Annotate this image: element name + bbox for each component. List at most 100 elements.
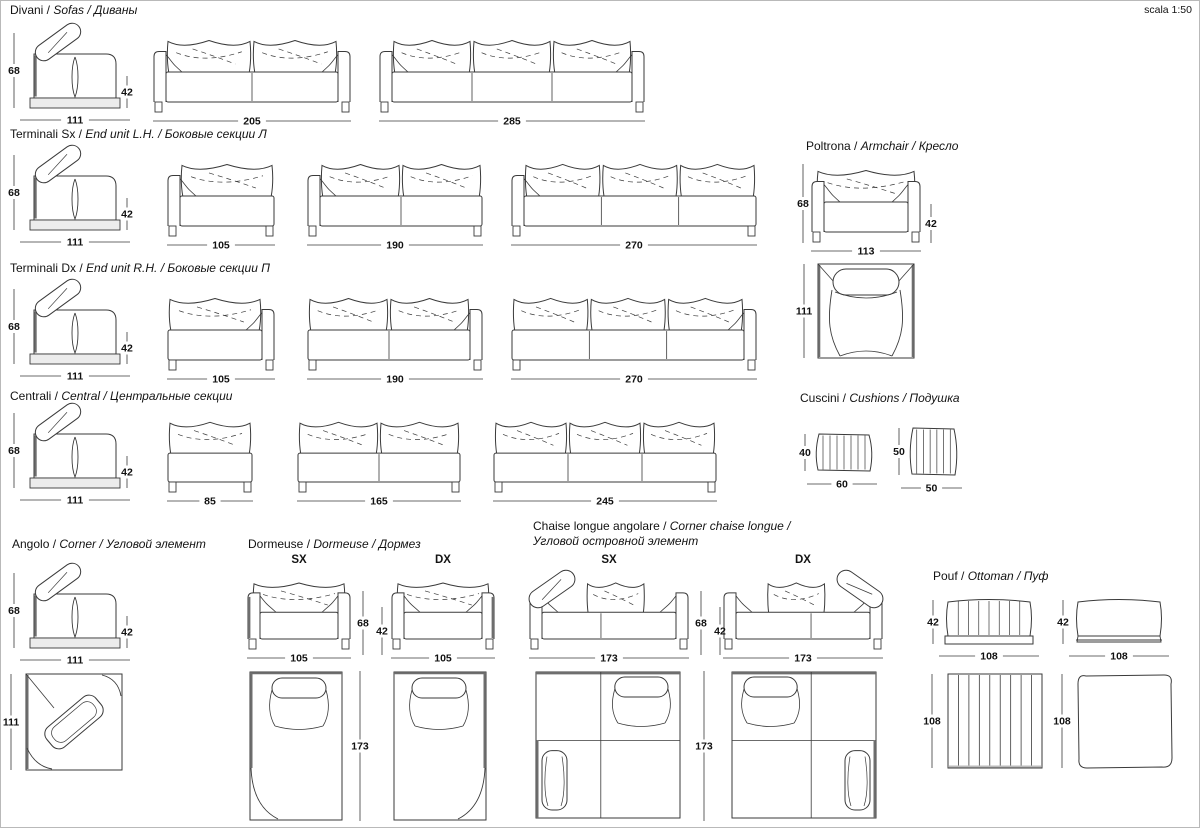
svg-text:68: 68 <box>8 605 20 617</box>
svg-text:245: 245 <box>596 496 614 508</box>
sofa-205-diagram: 205 <box>152 26 352 128</box>
svg-text:40: 40 <box>799 447 811 459</box>
sheet-title: Divani / Sofas / Диваны <box>10 3 137 18</box>
svg-text:68: 68 <box>8 445 20 457</box>
svg-text:173: 173 <box>351 741 369 753</box>
svg-text:68: 68 <box>357 618 369 630</box>
title-it: Angolo / <box>12 537 60 551</box>
svg-text:42: 42 <box>927 617 939 629</box>
end-unit-lh-190-diagram: 190 <box>306 150 484 252</box>
title-ru: Центральные секции <box>110 389 233 403</box>
central-245-diagram: 245 <box>492 408 718 508</box>
title-it: Cuscini / <box>800 391 850 405</box>
svg-text:105: 105 <box>212 374 230 386</box>
end-unit-rh-105-diagram: 105 <box>166 284 276 386</box>
title-en: Armchair / <box>860 139 919 153</box>
dormeuse-dx-label: DX <box>435 554 451 566</box>
dormeuse-dx-front-diagram: 105 <box>390 569 496 665</box>
svg-text:108: 108 <box>1053 716 1071 728</box>
title-ru: Дормез <box>378 537 421 551</box>
title-it: Terminali Dx / <box>10 261 87 275</box>
svg-text:60: 60 <box>836 479 848 491</box>
title-it: Centrali / <box>10 389 62 403</box>
section-title-poltrona: Poltrona / Armchair / Кресло <box>806 139 958 154</box>
svg-text:42: 42 <box>121 343 133 355</box>
chaise-dx-label: DX <box>795 554 811 566</box>
cushion-50x50-diagram: 50 50 <box>892 420 970 500</box>
svg-text:50: 50 <box>926 483 938 495</box>
dormeuse-sx-top-view <box>248 670 344 822</box>
svg-text:68: 68 <box>8 187 20 199</box>
pouf-striped-top-view: 108 <box>922 670 1052 782</box>
svg-text:68: 68 <box>695 618 707 630</box>
title-en: Cushions / <box>849 391 910 405</box>
dormeuse-sx-front-diagram: 105 <box>246 569 352 665</box>
svg-text:42: 42 <box>121 87 133 99</box>
svg-text:85: 85 <box>204 496 216 508</box>
title-ru: Диваны <box>94 3 138 17</box>
svg-text:270: 270 <box>625 240 643 252</box>
title-it: Divani / <box>10 3 54 17</box>
title-en: Sofas / <box>53 3 95 17</box>
chaise-sx-front-diagram: 173 <box>528 569 690 665</box>
chaise-dx-top-view <box>730 670 880 822</box>
section-title-angolo: Angolo / Corner / Угловой элемент <box>12 537 206 552</box>
corner-top-view: 111 <box>3 666 140 782</box>
chaise-sx-label: SX <box>601 554 617 566</box>
svg-text:68: 68 <box>8 321 20 333</box>
title-it: Dormeuse / <box>248 537 314 551</box>
scale-label: scala 1:50 <box>1144 4 1192 16</box>
chaise-seat-height-dim: 42 <box>707 606 733 656</box>
title-it: Chaise longue angolare / <box>533 519 670 533</box>
svg-text:111: 111 <box>796 306 813 318</box>
svg-text:42: 42 <box>714 626 726 638</box>
title-en: Dormeuse / <box>313 537 379 551</box>
chaise-dx-front-diagram: 173 <box>722 569 884 665</box>
dormeuse-depth-dim: 173 <box>347 670 373 822</box>
cushion-60x40-diagram: 40 60 <box>798 426 882 498</box>
svg-text:285: 285 <box>503 116 521 128</box>
end-unit-rh-190-diagram: 190 <box>306 284 484 386</box>
svg-text:111: 111 <box>3 717 20 729</box>
title-it: Terminali Sx / <box>10 127 86 141</box>
sofa-285-diagram: 285 <box>378 26 646 128</box>
section-title-chaise: Chaise longue angolare / Corner chaise l… <box>533 519 833 549</box>
svg-text:205: 205 <box>243 116 261 128</box>
svg-text:68: 68 <box>8 65 20 77</box>
chaise-height-dim: 68 <box>688 590 714 656</box>
title-en: Central / <box>61 389 111 403</box>
svg-text:173: 173 <box>695 741 713 753</box>
end-unit-rh-270-diagram: 270 <box>510 284 758 386</box>
end-unit-lh-105-diagram: 105 <box>166 150 276 252</box>
dormeuse-dx-top-view <box>392 670 488 822</box>
svg-text:270: 270 <box>625 374 643 386</box>
chaise-depth-dim: 173 <box>691 670 717 822</box>
svg-text:173: 173 <box>600 653 618 665</box>
svg-text:50: 50 <box>893 446 905 458</box>
central-85-diagram: 85 <box>166 408 254 508</box>
svg-text:190: 190 <box>386 240 404 252</box>
chaise-sx-top-view <box>534 670 684 822</box>
svg-text:190: 190 <box>386 374 404 386</box>
title-en: End unit R.H. / <box>86 261 168 275</box>
section-title-cuscini: Cuscini / Cushions / Подушка <box>800 391 960 406</box>
title-it: Poltrona / <box>806 139 861 153</box>
dormeuse-sx-label: SX <box>291 554 307 566</box>
title-en: End unit L.H. / <box>85 127 165 141</box>
armchair-top-view-diagram: 111 <box>796 258 932 364</box>
dormeuse-height-dim: 68 <box>350 590 376 656</box>
pouf-plain-top-view: 108 <box>1052 670 1182 782</box>
title-en: Ottoman / <box>967 569 1024 583</box>
svg-text:111: 111 <box>67 495 84 507</box>
svg-text:42: 42 <box>925 218 937 230</box>
svg-text:42: 42 <box>1057 617 1069 629</box>
svg-text:108: 108 <box>923 716 941 728</box>
svg-text:165: 165 <box>370 496 388 508</box>
svg-text:173: 173 <box>794 653 812 665</box>
